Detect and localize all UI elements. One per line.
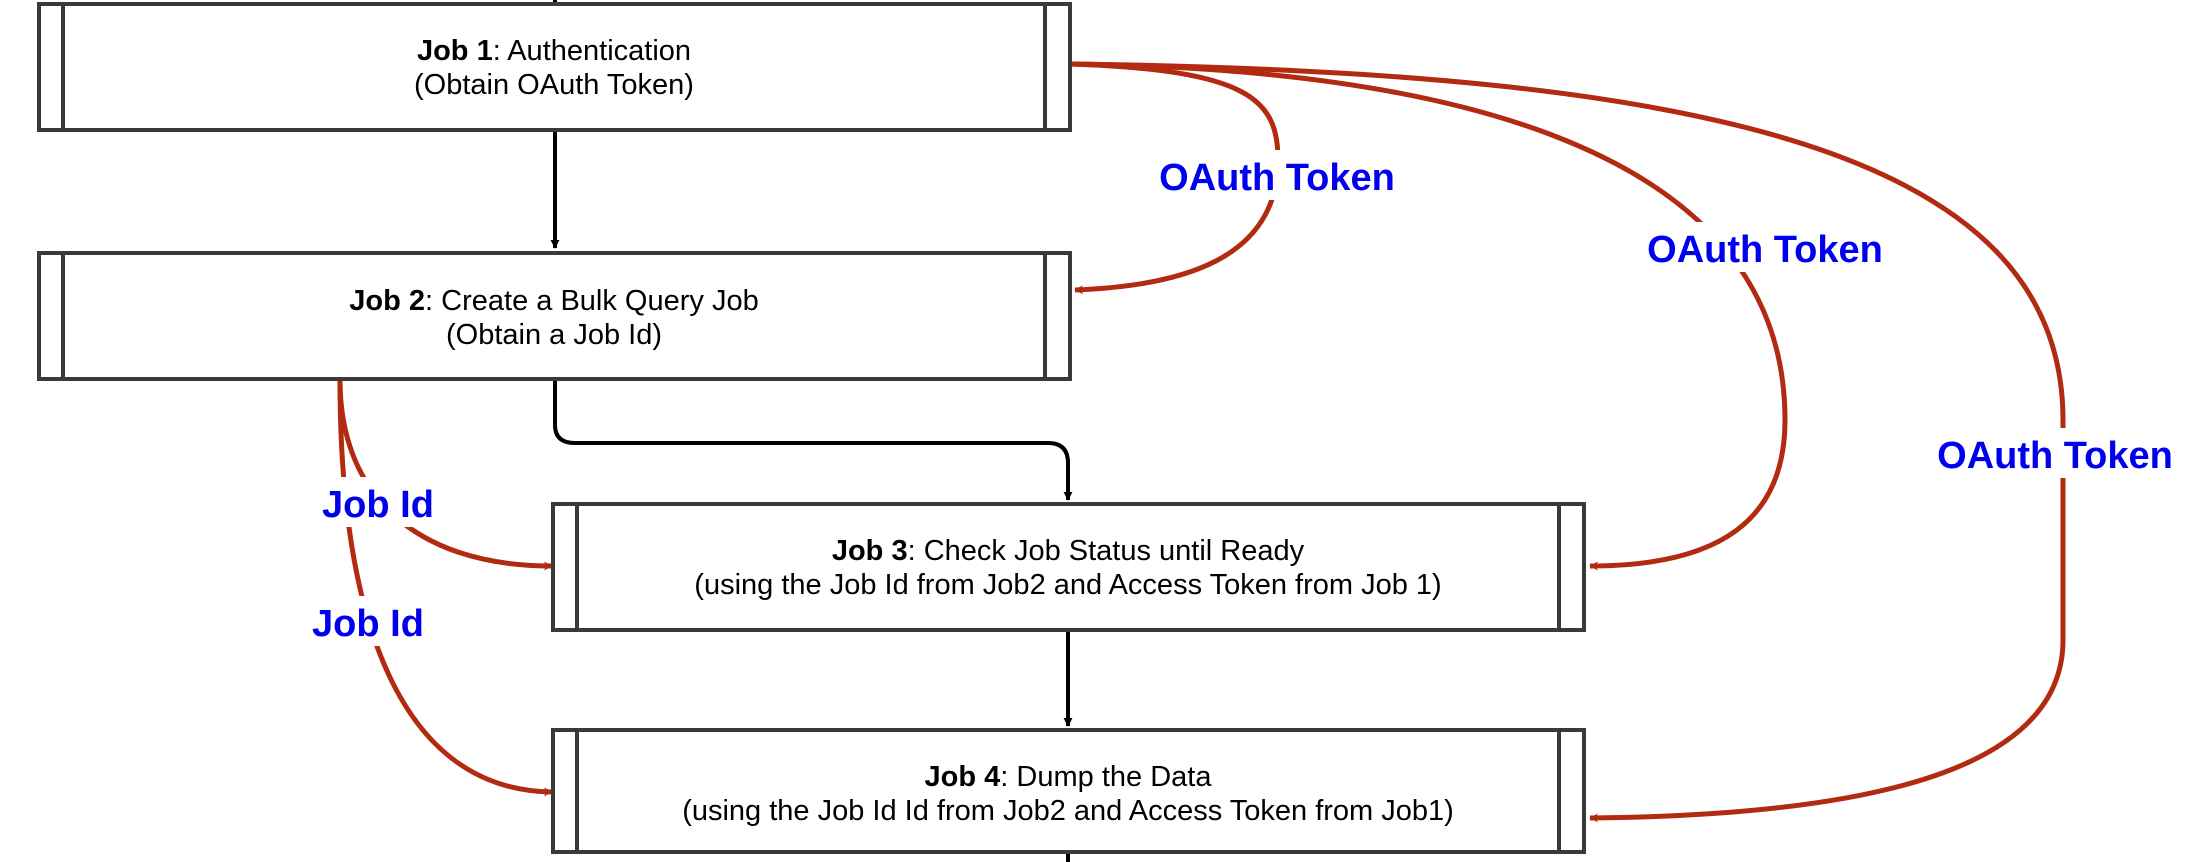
edge-label-jobid-job3: Job Id (322, 484, 434, 526)
job3-title: Job 3: Check Job Status until Ready (832, 535, 1305, 567)
job2-node: Job 2: Create a Bulk Query Job (Obtain a… (37, 251, 1072, 381)
jobid-flow-job2-to-job4 (337, 379, 553, 797)
job4-title: Job 4: Dump the Data (925, 761, 1213, 793)
job4-subtitle: (using the Job Id Id from Job2 and Acces… (682, 795, 1454, 827)
job3-node: Job 3: Check Job Status until Ready (usi… (551, 502, 1586, 632)
job1-subtitle: (Obtain OAuth Token) (414, 69, 694, 101)
job1-node: Job 1: Authentication (Obtain OAuth Toke… (37, 2, 1072, 132)
oauth-flow-job1-to-job4 (1069, 61, 2066, 823)
edge-labels: OAuth Token OAuth Token OAuth Token Job … (306, 150, 2183, 646)
oauth-flow-job1-to-job3 (1069, 61, 1788, 571)
job3-subtitle: (using the Job Id from Job2 and Access T… (694, 569, 1441, 601)
edge-label-jobid-job4: Job Id (312, 603, 424, 645)
job2-subtitle: (Obtain a Job Id) (446, 319, 662, 351)
job4-node: Job 4: Dump the Data (using the Job Id I… (551, 728, 1586, 854)
flow-job2-to-job3 (553, 379, 1073, 501)
jobid-flow-job2-to-job3 (337, 379, 553, 571)
edge-label-oauth-job4: OAuth Token (1937, 435, 2173, 477)
edge-label-oauth-job3: OAuth Token (1647, 229, 1883, 271)
job2-title: Job 2: Create a Bulk Query Job (349, 285, 758, 317)
edge-label-oauth-job2: OAuth Token (1159, 157, 1395, 199)
job1-title: Job 1: Authentication (417, 35, 691, 67)
